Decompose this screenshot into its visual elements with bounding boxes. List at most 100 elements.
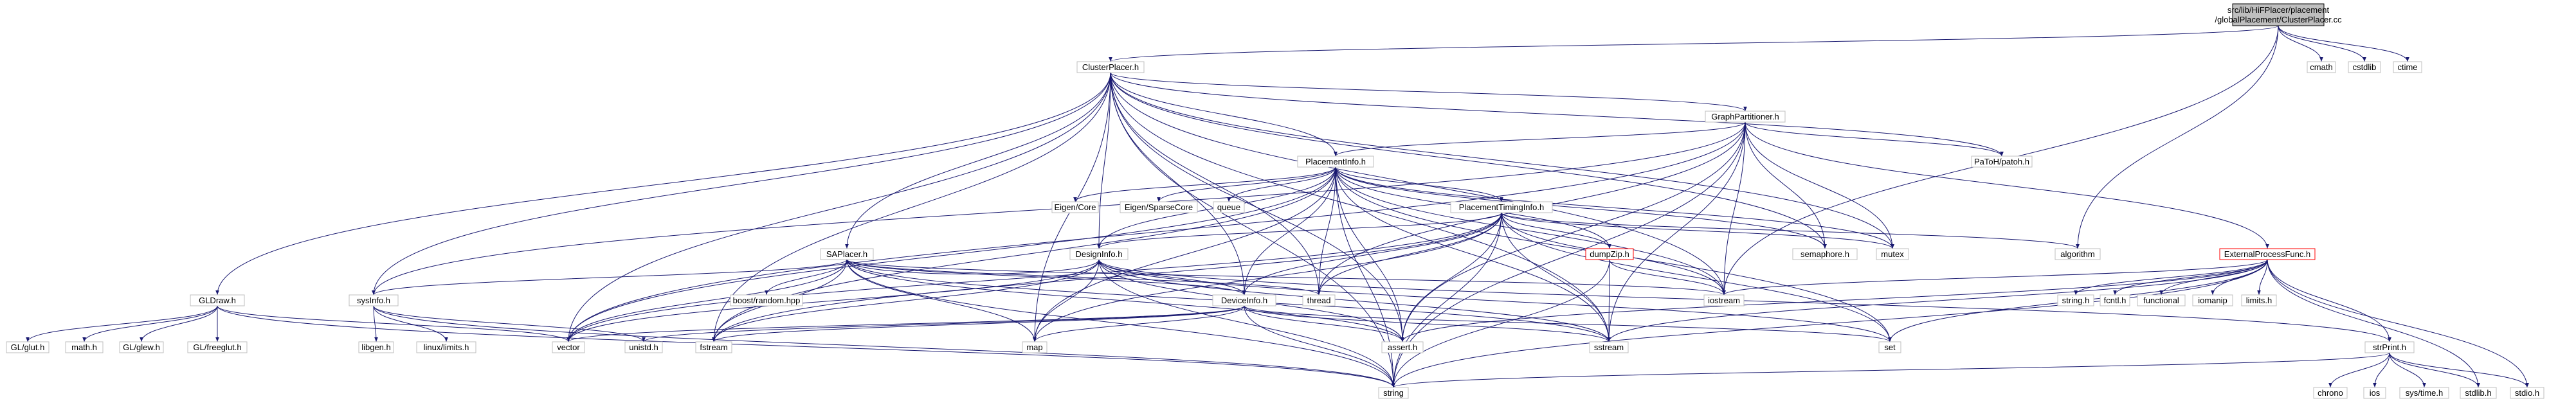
node-ctime[interactable]: ctime xyxy=(2393,61,2422,73)
node-box-semaphore xyxy=(1792,248,1858,260)
edge-placementtiminginfo-to-string xyxy=(1392,212,1502,388)
node-libgen[interactable]: libgen.h xyxy=(358,341,394,353)
node-box-cstdlib xyxy=(2348,61,2381,73)
node-sysinfo[interactable]: sysInfo.h xyxy=(349,294,399,306)
node-cmath[interactable]: cmath xyxy=(2307,61,2336,73)
node-saplacer[interactable]: SAPlacer.h xyxy=(820,248,874,260)
node-box-libgen xyxy=(358,341,394,353)
node-box-algorithm xyxy=(2054,248,2101,260)
node-box-dumpzip xyxy=(1585,248,1634,260)
node-label-set: set xyxy=(1884,342,1896,352)
edge-placementinfo-to-semaphore xyxy=(1335,166,1827,249)
node-assert[interactable]: assert.h xyxy=(1381,341,1424,353)
edge-deviceinfo-to-assert xyxy=(1244,305,1404,342)
node-glut[interactable]: GL/glut.h xyxy=(6,341,50,353)
node-semaphore[interactable]: semaphore.h xyxy=(1792,248,1858,260)
node-label-fstream: fstream xyxy=(700,342,727,352)
node-label-root-0: src/lib/HiFPlacer/placement xyxy=(2227,5,2330,15)
node-box-sysinfo xyxy=(349,294,399,306)
node-glew[interactable]: GL/glew.h xyxy=(119,341,164,353)
node-label-patoh: PaToH/patoh.h xyxy=(1974,157,2029,166)
node-label-unistd: unistd.h xyxy=(629,342,658,352)
node-eigen_core[interactable]: Eigen/Core xyxy=(1051,201,1099,213)
node-chrono[interactable]: chrono xyxy=(2313,387,2348,399)
node-vector[interactable]: vector xyxy=(552,341,585,353)
node-algorithm[interactable]: algorithm xyxy=(2054,248,2101,260)
edge-externalprocessfunc-to-strprint xyxy=(2267,259,2391,342)
edge-strprint-to-stdio xyxy=(2389,352,2529,388)
node-gldraw[interactable]: GLDraw.h xyxy=(190,294,245,306)
node-stdlib[interactable]: stdlib.h xyxy=(2460,387,2497,399)
node-iomanip[interactable]: iomanip xyxy=(2192,294,2233,306)
edge-placementinfo-to-thread xyxy=(1317,166,1336,296)
node-box-chrono xyxy=(2313,387,2348,399)
edge-graphpartitioner-to-externalprocessfunc xyxy=(1745,121,2269,249)
node-functional[interactable]: functional xyxy=(2137,294,2186,306)
node-cstdlib[interactable]: cstdlib xyxy=(2348,61,2381,73)
node-boostrandom[interactable]: boost/random.hpp xyxy=(730,294,803,306)
edge-externalprocessfunc-to-fcntl xyxy=(2113,259,2268,296)
node-limits[interactable]: limits.h xyxy=(2241,294,2277,306)
node-stdio[interactable]: stdio.h xyxy=(2510,387,2544,399)
edge-graphpartitioner-to-vector xyxy=(567,121,1746,342)
node-string[interactable]: string xyxy=(1378,387,1409,399)
edge-placementtiminginfo-to-vector xyxy=(567,212,1502,342)
edge-deviceinfo-to-vector xyxy=(567,305,1245,342)
node-box-vector xyxy=(552,341,585,353)
edge-placementtiminginfo-to-dumpzip xyxy=(1501,212,1611,249)
node-systime[interactable]: sys/time.h xyxy=(2399,387,2449,399)
node-root[interactable]: src/lib/HiFPlacer/placement/globalPlacem… xyxy=(2215,3,2342,26)
node-math[interactable]: math.h xyxy=(65,341,104,353)
node-map[interactable]: map xyxy=(1022,341,1048,353)
node-label-linuxlimits: linux/limits.h xyxy=(424,342,469,352)
node-queue[interactable]: queue xyxy=(1213,201,1245,213)
node-stringh[interactable]: string.h xyxy=(2057,294,2094,306)
node-label-dumpzip: dumpZip.h xyxy=(1590,249,1629,259)
edge-externalprocessfunc-to-assert xyxy=(1401,259,2268,342)
node-set[interactable]: set xyxy=(1878,341,1901,353)
node-deviceinfo[interactable]: DeviceInfo.h xyxy=(1212,294,1276,306)
node-freeglut[interactable]: GL/freeglut.h xyxy=(187,341,248,353)
edge-graphpartitioner-to-mutex xyxy=(1745,121,1894,249)
node-box-root xyxy=(2232,3,2325,26)
node-unistd[interactable]: unistd.h xyxy=(624,341,663,353)
node-mutex[interactable]: mutex xyxy=(1876,248,1909,260)
edge-gldraw-to-vector xyxy=(217,305,570,342)
edge-dumpzip-to-sstream xyxy=(1607,259,1611,342)
node-label-glut: GL/glut.h xyxy=(11,342,45,352)
node-label-libgen: libgen.h xyxy=(361,342,391,352)
node-label-graphpartitioner: GraphPartitioner.h xyxy=(1711,112,1779,121)
node-linuxlimits[interactable]: linux/limits.h xyxy=(416,341,476,353)
edge-clusterplacer-to-saplacer xyxy=(845,72,1111,249)
edge-graphpartitioner-to-iostream xyxy=(1722,121,1746,296)
node-label-cstdlib: cstdlib xyxy=(2353,62,2377,72)
node-box-mutex xyxy=(1876,248,1909,260)
node-designinfo[interactable]: DesignInfo.h xyxy=(1069,248,1129,260)
node-dumpzip[interactable]: dumpZip.h xyxy=(1585,248,1634,260)
node-patoh[interactable]: PaToH/patoh.h xyxy=(1971,155,2033,168)
node-box-gldraw xyxy=(190,294,245,306)
node-thread[interactable]: thread xyxy=(1302,294,1336,306)
edge-deviceinfo-to-set xyxy=(1244,305,1892,342)
node-graphpartitioner[interactable]: GraphPartitioner.h xyxy=(1705,111,1786,123)
node-iostream[interactable]: iostream xyxy=(1703,294,1745,306)
node-label-fcntl: fcntl.h xyxy=(2104,296,2127,305)
node-label-limits: limits.h xyxy=(2246,296,2272,305)
node-label-freeglut: GL/freeglut.h xyxy=(193,342,241,352)
node-sstream[interactable]: sstream xyxy=(1589,341,1629,353)
node-strprint[interactable]: strPrint.h xyxy=(2364,341,2415,353)
node-fcntl[interactable]: fcntl.h xyxy=(2100,294,2130,306)
edge-saplacer-to-deviceinfo xyxy=(846,259,1246,296)
node-eigen_sparse[interactable]: Eigen/SparseCore xyxy=(1120,201,1198,213)
edge-clusterplacer-to-vector xyxy=(567,72,1111,342)
node-ios[interactable]: ios xyxy=(2363,387,2386,399)
node-fstream[interactable]: fstream xyxy=(695,341,732,353)
node-label-iomanip: iomanip xyxy=(2198,296,2227,305)
node-placementtiminginfo[interactable]: PlacementTimingInfo.h xyxy=(1450,201,1553,213)
node-externalprocessfunc[interactable]: ExternalProcessFunc.h xyxy=(2219,248,2316,260)
node-placementinfo[interactable]: PlacementInfo.h xyxy=(1297,155,1374,168)
edge-placementtiminginfo-to-mutex xyxy=(1501,212,1894,249)
node-clusterplacer[interactable]: ClusterPlacer.h xyxy=(1076,61,1145,73)
node-box-placementinfo xyxy=(1297,155,1374,168)
edge-placementinfo-to-placementtiminginfo xyxy=(1335,166,1503,202)
